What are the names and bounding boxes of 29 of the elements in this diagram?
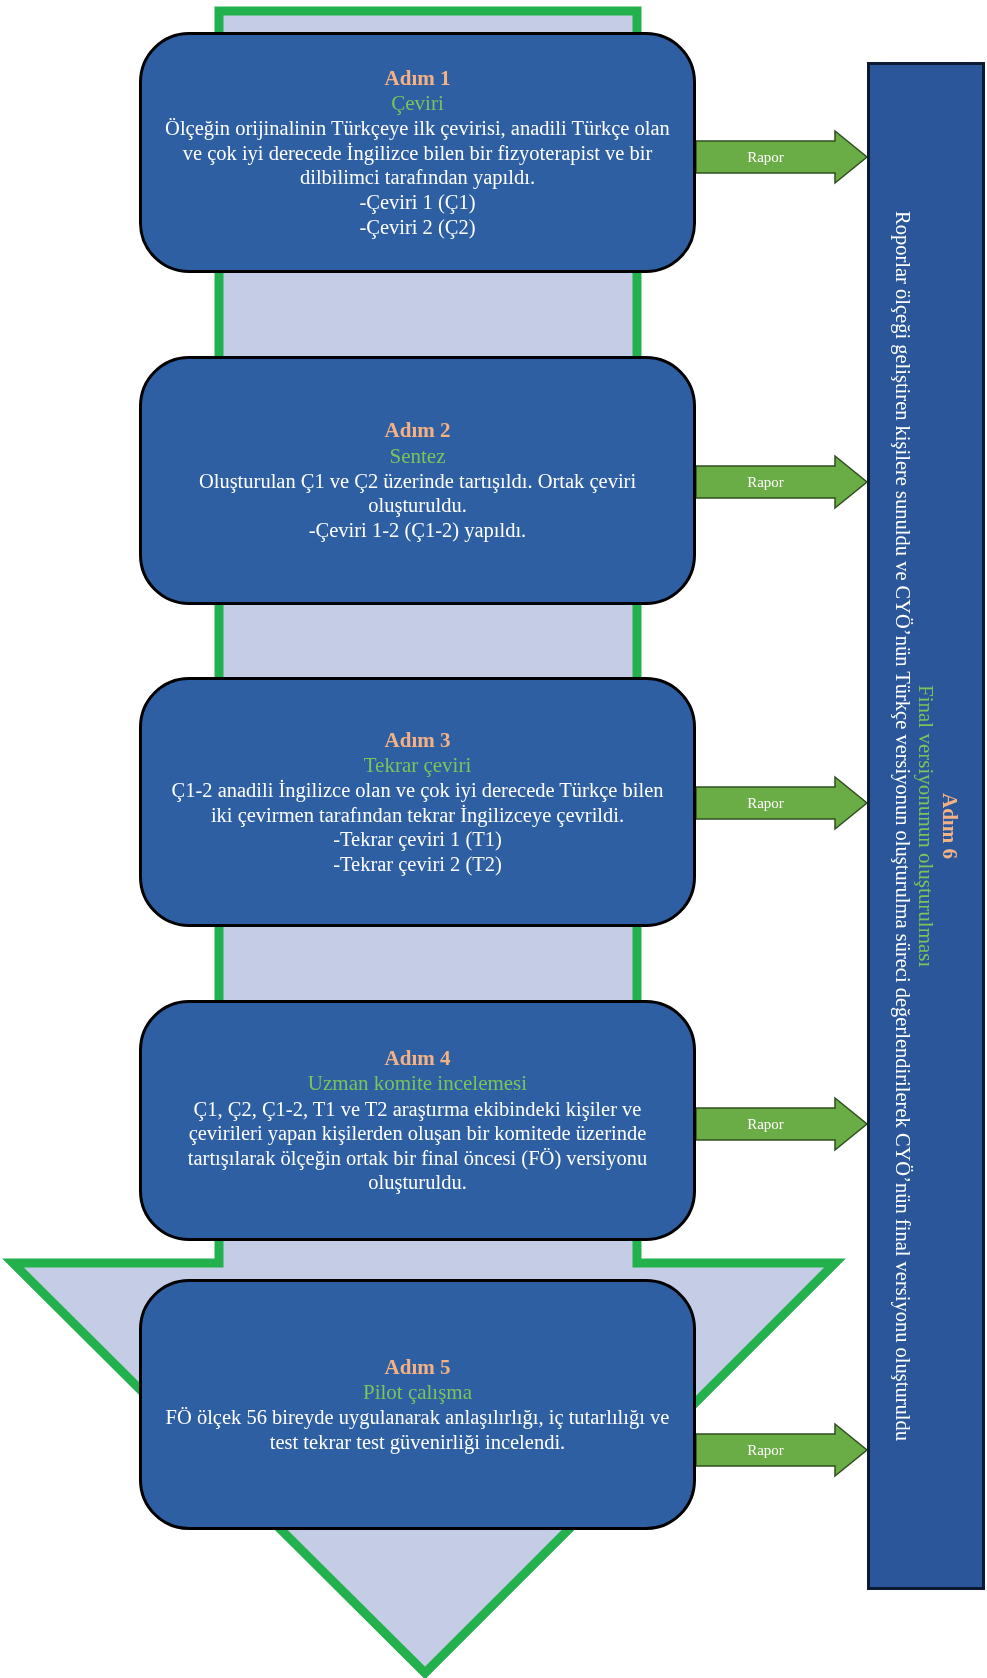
step-heading: Adım 5: [384, 1354, 451, 1380]
step-heading: Adım 4: [384, 1046, 451, 1072]
step-title: Uzman komite incelemesi: [307, 1071, 528, 1097]
block-arrow: [695, 1422, 869, 1478]
step-title: Tekrar çeviri: [363, 752, 472, 778]
step-title: Sentez: [389, 443, 446, 469]
step-title: Çeviri: [391, 91, 444, 117]
block-arrow: [695, 775, 869, 831]
step-text: Ç1-2 anadili İngilizce olan ve çok iyi derecede Türkçe bilen iki çevirmen tarafından tekrar İngilizceye çevrildi.: [170, 778, 665, 828]
step-text: -Çeviri 1 (Ç1): [359, 190, 476, 215]
final-step-bar: [867, 62, 985, 1590]
step-text: -Tekrar çeviri 2 (T2): [333, 851, 502, 877]
step-text: -Tekrar çeviri 1 (T1): [333, 827, 502, 852]
step-text: Ç1, Ç2, Ç1-2, T1 ve T2 araştırma ekibindeki kişiler ve çevirileri yapan kişilerden oluşan bir komitede üzerinde tartışılarak ölçeğin ortak bir final öncesi (FÖ) versiyonu oluşturuldu.: [186, 1096, 649, 1195]
step-text: Ölçeğin orijinalinin Türkçeye ilk çevirisi, anadili Türkçe olan ve çok iyi derecede İngilizce bilen bir fizyoterapist ve bir dilbilimci tarafından yapıldı.: [164, 116, 671, 190]
step-text: FÖ ölçek 56 bireyde uygulanarak anlaşılırlığı, iç tutarlılığı ve test tekrar test güvenirliği incelendi.: [164, 1405, 671, 1455]
step-text: -Çeviri 2 (Ç2): [359, 214, 476, 240]
step-heading: Adım 3: [384, 727, 451, 753]
step-title: Final versiyonunun oluşturulması: [913, 684, 938, 968]
block-arrow: [695, 454, 869, 510]
step-text: Roporlar ölçeği geliştiren kişilere sunuldu ve CYÖ’nün Türkçe versiyonun oluşturulma süreci değerlendirilerek CYÖ’nün final versiyonu oluşturuldu: [890, 211, 914, 1441]
step-heading: Adım 2: [384, 418, 451, 444]
step-title: Pilot çalışma: [362, 1379, 473, 1406]
block-arrow: [695, 1096, 869, 1152]
step-text: -Çeviri 1-2 (Ç1-2) yapıldı.: [308, 518, 527, 543]
step-heading: Adım 6: [937, 793, 962, 859]
step-heading: Adım 1: [384, 65, 451, 91]
block-arrow: [695, 129, 869, 185]
step-text: Oluşturulan Ç1 ve Ç2 üzerinde tartışıldı. Ortak çeviri oluşturuldu.: [197, 468, 638, 518]
